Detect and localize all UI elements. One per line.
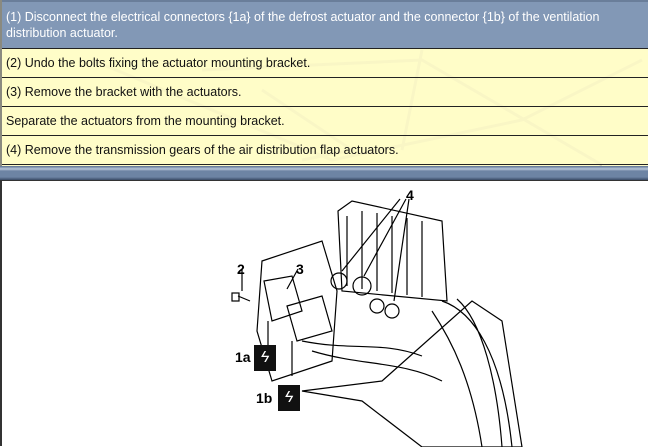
step-text: (2) Undo the bolts fixing the actuator m…	[6, 56, 311, 70]
callout-2: 2	[237, 261, 245, 277]
callout-4: 4	[406, 187, 414, 203]
actuator-illustration	[231, 198, 523, 447]
lightning-icon: ϟ	[278, 385, 300, 411]
callout-1a: 1a	[235, 349, 251, 365]
step-4: (4) Remove the transmission gears of the…	[2, 136, 648, 165]
separator-bar	[0, 166, 648, 180]
step-3: (3) Remove the bracket with the actuator…	[2, 78, 648, 107]
instruction-steps: (1) Disconnect the electrical connectors…	[0, 0, 648, 166]
step-text: (1) Disconnect the electrical connectors…	[6, 10, 600, 40]
step-1: (1) Disconnect the electrical connectors…	[2, 0, 648, 49]
figure-panel: 4 2 3 1a ϟ 1b ϟ	[0, 180, 648, 447]
step-text: (3) Remove the bracket with the actuator…	[6, 85, 242, 99]
step-3b: Separate the actuators from the mounting…	[2, 107, 648, 136]
callout-1b: 1b	[256, 390, 273, 406]
step-text: (4) Remove the transmission gears of the…	[6, 143, 399, 157]
step-text: Separate the actuators from the mounting…	[6, 114, 285, 128]
callout-3: 3	[296, 261, 304, 277]
lightning-icon: ϟ	[254, 345, 276, 371]
step-2: (2) Undo the bolts fixing the actuator m…	[2, 49, 648, 78]
